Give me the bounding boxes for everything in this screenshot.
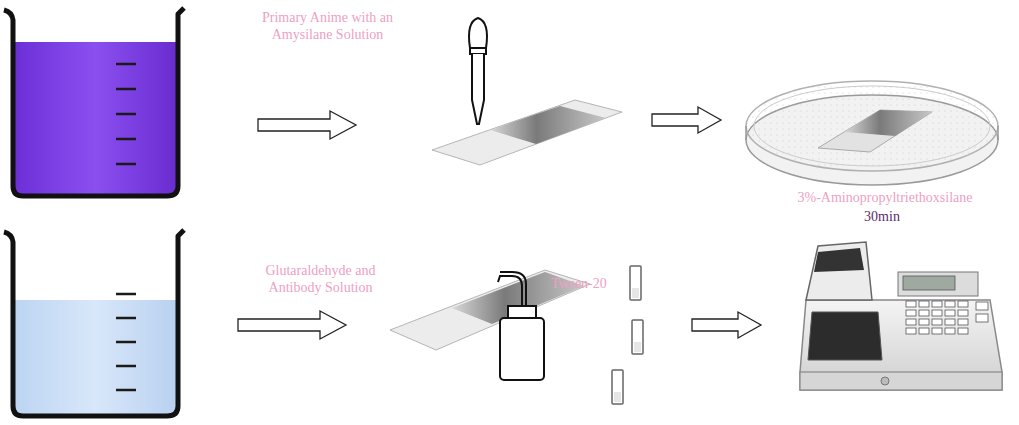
annotation-label: 30min xyxy=(822,209,942,226)
beaker-purple xyxy=(4,8,184,196)
annotation-label: Tween-20 xyxy=(551,276,607,293)
annotation-label: Glutaraldehyde and Antibody Solution xyxy=(248,263,393,297)
glass-slide xyxy=(432,100,622,165)
beaker-blue xyxy=(4,230,184,416)
wash-bottle xyxy=(498,272,544,380)
petri-dish xyxy=(746,81,998,185)
annotation-label: Primary Anime with an Amysilane Solution xyxy=(250,10,405,44)
spectrophotometer xyxy=(800,242,1002,390)
pipette xyxy=(469,18,487,124)
annotation-label: 3%-Aminopropyltriethoxsilane xyxy=(765,190,1005,207)
cuvette xyxy=(612,266,643,404)
